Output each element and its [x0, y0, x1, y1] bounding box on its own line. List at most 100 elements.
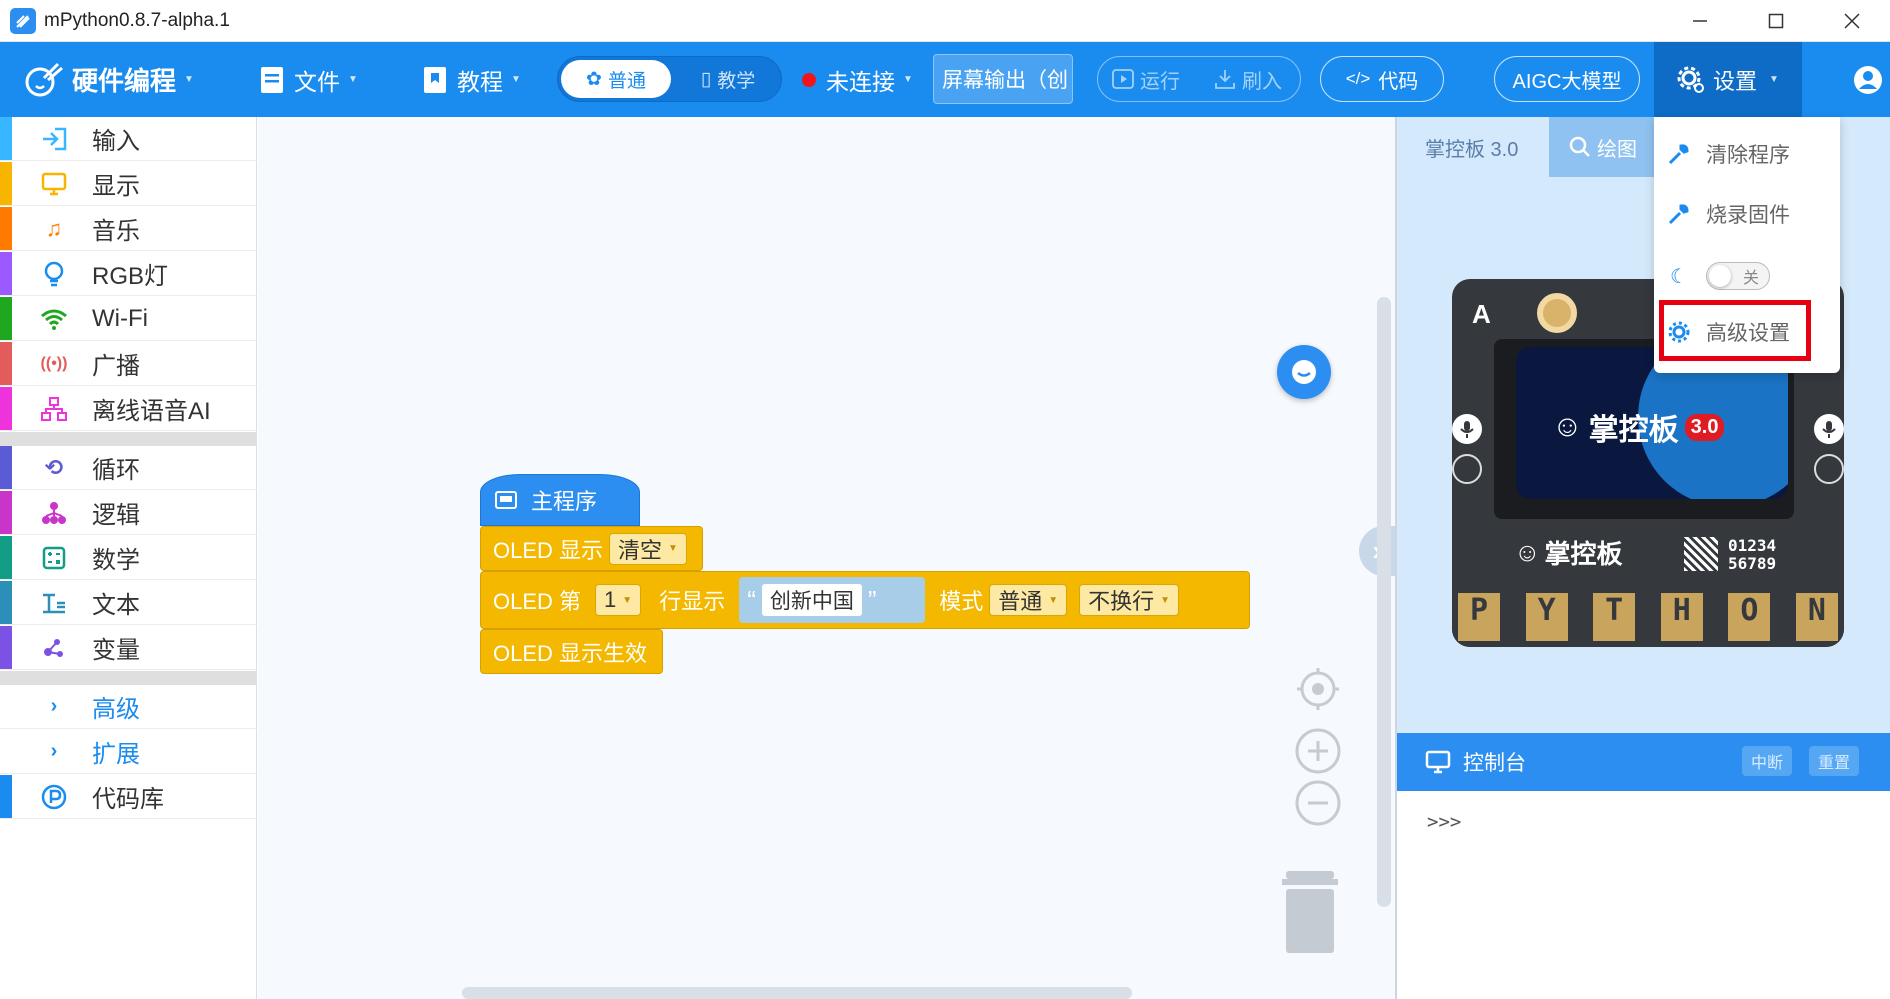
code-button[interactable]: </> 代码	[1320, 56, 1444, 102]
block-workspace[interactable]: 主程序 OLED 显示 清空▼ OLED 第 1▼ 行显示 “ 创新中国 ” 模…	[258, 117, 1395, 999]
flash-button[interactable]: 刷入	[1242, 70, 1282, 93]
category-label: 高级	[92, 696, 140, 723]
oled-show-label: OLED 显示	[493, 537, 604, 563]
connection-menu[interactable]: 未连接 ▼	[802, 42, 913, 117]
zoom-out-button[interactable]	[1294, 779, 1342, 827]
text-icon	[36, 588, 72, 618]
oled-show-block[interactable]: OLED 显示 清空▼	[480, 526, 703, 571]
puzzle-icon: ✿	[586, 68, 602, 90]
category-input[interactable]: 输入	[0, 117, 257, 161]
category-music[interactable]: ♫ 音乐	[0, 207, 257, 251]
zoom-out-icon	[1295, 780, 1341, 826]
chat-assistant-button[interactable]	[1277, 345, 1331, 399]
qr-code-icon	[1684, 537, 1718, 571]
category-advanced[interactable]: › 高级	[0, 685, 257, 729]
mode-normal-button[interactable]: ✿ 普通	[561, 60, 671, 98]
category-label: Wi-Fi	[92, 304, 148, 332]
oled-line-block[interactable]: OLED 第 1▼ 行显示 “ 创新中国 ” 模式 普通▼ 不换行▼	[480, 571, 1250, 629]
main-program-block[interactable]: 主程序	[480, 474, 640, 526]
mode-dropdown[interactable]: 普通▼	[989, 584, 1068, 616]
menu-item-clear-program[interactable]: 清除程序	[1654, 129, 1840, 179]
category-broadcast[interactable]: ((•)) 广播	[0, 342, 257, 386]
console-prompt: >>>	[1427, 811, 1462, 833]
display-icon	[36, 169, 72, 199]
menu-item-advanced-settings[interactable]: 高级设置	[1654, 307, 1840, 357]
caret-down-icon: ▼	[903, 74, 913, 85]
hardware-mode-menu[interactable]: 硬件编程 ▼	[22, 42, 194, 117]
category-wifi[interactable]: Wi-Fi	[0, 297, 257, 341]
tab-board[interactable]: 掌控板 3.0	[1425, 139, 1519, 161]
category-rgb[interactable]: RGB灯	[0, 252, 257, 296]
category-text[interactable]: 文本	[0, 581, 257, 625]
menu-item-burn-firmware[interactable]: 烧录固件	[1654, 189, 1840, 239]
category-display[interactable]: 显示	[0, 162, 257, 206]
run-button[interactable]: 运行	[1140, 70, 1180, 93]
mode-teach-button[interactable]: ▯ 教学	[678, 60, 778, 98]
vertical-scrollbar[interactable]	[1377, 297, 1391, 907]
console-header: 控制台 中断 重置	[1397, 733, 1890, 791]
mode-switch[interactable]: ✿ 普通 ▯ 教学	[557, 56, 782, 102]
screen-output-button[interactable]: 屏幕输出（创	[933, 54, 1073, 104]
tutorial-label: 教程	[457, 68, 503, 95]
clear-dropdown[interactable]: 清空▼	[609, 532, 687, 565]
block-category-panel: 输入 显示 ♫ 音乐 RGB灯 Wi-Fi ((•)) 广播 离线语音AI ⟲ …	[0, 117, 257, 999]
play-icon[interactable]	[1112, 69, 1134, 89]
maximize-button[interactable]	[1738, 0, 1814, 42]
settings-menu[interactable]: 设置 ▼	[1654, 42, 1802, 117]
category-variable[interactable]: 变量	[0, 626, 257, 670]
tab-draw[interactable]: 绘图	[1549, 117, 1669, 177]
horizontal-scrollbar[interactable]	[462, 987, 1132, 999]
user-avatar-button[interactable]	[1853, 42, 1883, 117]
wrench-icon	[1666, 202, 1692, 226]
minimize-button[interactable]	[1662, 0, 1738, 42]
aigc-button[interactable]: AIGC大模型	[1494, 56, 1640, 102]
console-reset-button[interactable]: 重置	[1809, 746, 1859, 776]
gear-icon	[1666, 320, 1692, 344]
caret-down-icon: ▼	[1769, 74, 1779, 85]
broadcast-icon: ((•))	[40, 354, 68, 372]
moon-icon: ☾	[1670, 265, 1688, 288]
category-offline-voice-ai[interactable]: 离线语音AI	[0, 387, 257, 431]
dark-mode-toggle[interactable]: 关	[1706, 262, 1770, 290]
touch-pad-right[interactable]	[1814, 454, 1844, 484]
category-math[interactable]: 数学	[0, 536, 257, 580]
category-label: 代码库	[92, 786, 164, 813]
recenter-button[interactable]	[1294, 665, 1342, 713]
close-quote-icon: ”	[867, 584, 877, 615]
category-logic[interactable]: 逻辑	[0, 491, 257, 535]
category-loop[interactable]: ⟲ 循环	[0, 446, 257, 490]
menu-item-label: 清除程序	[1706, 144, 1790, 167]
category-label: 输入	[92, 128, 140, 155]
line-number-dropdown[interactable]: 1▼	[595, 584, 642, 616]
console-stop-button[interactable]: 中断	[1742, 746, 1792, 776]
zoom-in-button[interactable]	[1294, 727, 1342, 775]
mode-label: 模式	[939, 589, 984, 614]
tutorial-menu[interactable]: 教程 ▼	[423, 42, 521, 117]
pin-pad: T	[1593, 593, 1636, 641]
screen-version-badge: 3.0	[1684, 413, 1725, 441]
text-value-field[interactable]: 创新中国	[761, 584, 862, 616]
code-label: 代码	[1378, 70, 1419, 93]
wifi-icon	[36, 304, 72, 334]
app-logo-icon	[10, 7, 36, 34]
category-label: 扩展	[92, 741, 140, 768]
category-extensions[interactable]: › 扩展	[0, 730, 257, 774]
file-menu[interactable]: 文件 ▼	[260, 42, 358, 117]
close-window-button[interactable]	[1814, 0, 1890, 42]
text-string-block[interactable]: “ 创新中国 ”	[739, 577, 926, 623]
connection-status: 未连接	[826, 68, 895, 95]
touch-pad-left[interactable]	[1452, 454, 1482, 484]
wrap-dropdown[interactable]: 不换行▼	[1079, 584, 1180, 616]
category-label: RGB灯	[92, 263, 169, 290]
category-label: 文本	[92, 592, 140, 619]
book-icon	[423, 66, 447, 94]
chevron-right-icon: ›	[50, 695, 58, 717]
loop-icon: ⟲	[44, 454, 64, 480]
line-show-label: 行显示	[659, 589, 726, 614]
pin-pad: P	[1458, 593, 1501, 641]
console-output[interactable]: >>>	[1397, 791, 1890, 999]
category-code-library[interactable]: 代码库	[0, 775, 257, 819]
trash-button[interactable]	[1275, 869, 1345, 955]
oled-apply-block[interactable]: OLED 显示生效	[480, 629, 663, 674]
download-icon[interactable]	[1214, 68, 1236, 90]
